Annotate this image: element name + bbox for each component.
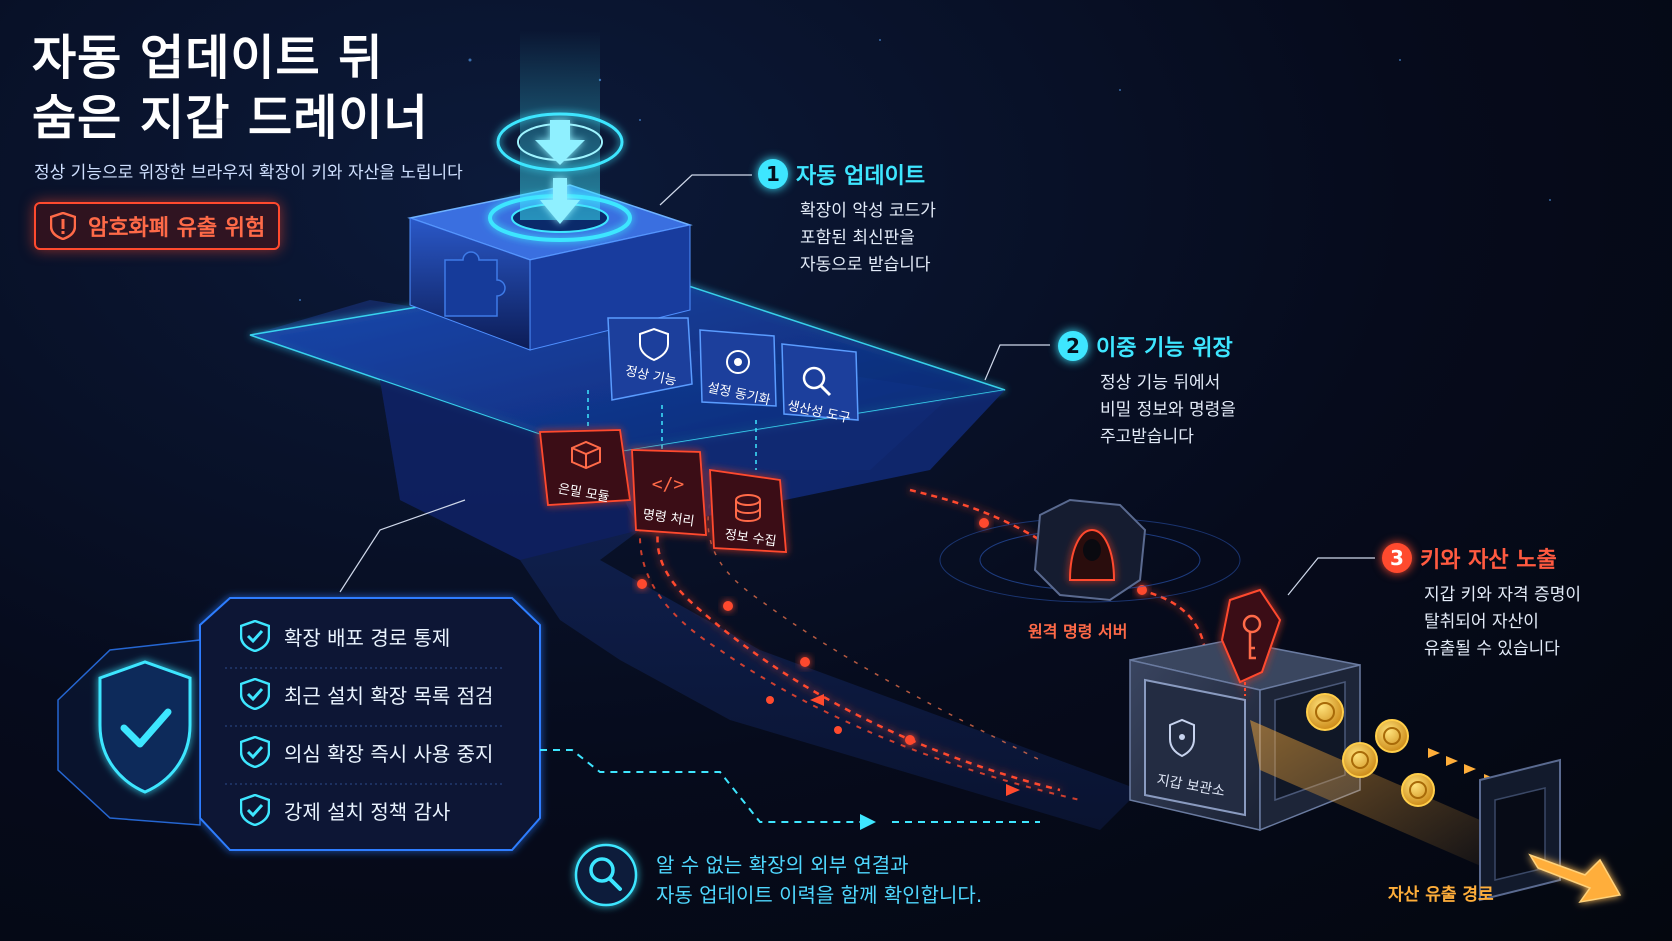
step-1-line-3: 자동으로 받습니다 [800, 255, 931, 275]
risk-badge: 암호화폐 유출 위험 [34, 202, 280, 250]
download-arrow-icon [535, 120, 585, 224]
module-command-processing-label: 명령 처리 [642, 507, 696, 529]
title-line-2: 숨은 지갑 드레이너 [32, 90, 429, 146]
shield-icon [639, 327, 669, 362]
step-3: 3 키와 자산 노출 지갑 키와 자격 증명이 탈취되어 자산이 유출될 수 있… [1382, 542, 1581, 663]
step-2: 2 이중 기능 위장 정상 기능 뒤에서 비밀 정보와 명령을 주고받습니다 [1058, 330, 1236, 451]
checklist-item-3: 의심 확장 즉시 사용 중지 [240, 736, 493, 768]
monitor-link [540, 749, 1040, 830]
gear-icon [726, 350, 750, 374]
exit-arrow-icon [1528, 853, 1622, 904]
module-settings-sync: 설정 동기화 [699, 329, 777, 409]
step-2-line-1: 정상 기능 뒤에서 [1100, 373, 1221, 393]
step-3-title: 키와 자산 노출 [1420, 548, 1557, 573]
check-shield-icon [240, 794, 270, 826]
remote-server [939, 498, 1241, 603]
database-icon [735, 494, 761, 523]
checklist-item-2-label: 최근 설치 확장 목록 점검 [284, 683, 494, 708]
step-1-number: 1 [758, 159, 788, 189]
coin-icon [1306, 693, 1344, 731]
vault-lock-icon [1169, 718, 1195, 758]
page-title: 자동 업데이트 뒤 숨은 지갑 드레이너 [32, 28, 429, 148]
check-shield-icon [240, 736, 270, 768]
subtitle: 정상 기능으로 위장한 브라우저 확장이 키와 자산을 노립니다 [34, 163, 463, 183]
checklist-item-2: 최근 설치 확장 목록 점검 [240, 678, 493, 710]
step-2-line-3: 주고받습니다 [1100, 427, 1194, 447]
bottom-note-line-1: 알 수 없는 확장의 외부 연결과 [656, 853, 909, 877]
step-3-line-1: 지갑 키와 자격 증명이 [1424, 585, 1581, 605]
warning-shield-icon [50, 212, 76, 240]
coin-icon [1375, 719, 1409, 753]
module-connectors [587, 390, 757, 470]
update-beam [496, 30, 624, 224]
bottom-note-line-2: 자동 업데이트 이력을 함께 확인합니다. [656, 883, 983, 907]
risk-badge-label: 암호화폐 유출 위험 [88, 216, 266, 241]
step-1: 1 자동 업데이트 확장이 악성 코드가 포함된 최신판을 자동으로 받습니다 [758, 158, 936, 279]
check-shield-icon [240, 620, 270, 652]
exit-portal [1479, 758, 1561, 902]
checklist-panel [57, 597, 541, 851]
coin-icon [1342, 742, 1378, 778]
checklist-item-3-label: 의심 확장 즉시 사용 중지 [284, 741, 494, 766]
module-normal-function: 정상 기능 [607, 317, 693, 401]
module-stealth: 은밀 모듈 [538, 429, 632, 506]
step-2-number: 2 [1058, 331, 1088, 361]
module-productivity-tool: 생산성 도구 [781, 343, 859, 427]
background-particles [299, 39, 1551, 301]
step-1-line-1: 확장이 악성 코드가 [800, 201, 936, 221]
hacker-icon [1068, 528, 1116, 581]
module-data-collection: 정보 수집 [709, 468, 787, 553]
hidden-modules: 은밀 모듈 </> 명령 처리 정보 수집 [538, 429, 787, 553]
step-3-line-3: 유출될 수 있습니다 [1424, 639, 1560, 659]
exfil-label: 자산 유출 경로 [1388, 885, 1494, 905]
step-2-line-2: 비밀 정보와 명령을 [1100, 400, 1236, 420]
module-command-processing: </> 명령 처리 [631, 449, 707, 536]
step-1-line-2: 포함된 최신판을 [800, 228, 915, 248]
verified-shield-icon [98, 660, 192, 794]
puzzle-icon [444, 251, 506, 317]
server-label: 원격 명령 서버 [1028, 622, 1128, 641]
step-3-number: 3 [1382, 543, 1412, 573]
step-3-line-2: 탈취되어 자산이 [1424, 612, 1539, 632]
bottom-note: 알 수 없는 확장의 외부 연결과 자동 업데이트 이력을 함께 확인합니다. [656, 850, 982, 910]
key-icon [1220, 588, 1282, 696]
checklist-item-1-label: 확장 배포 경로 통제 [284, 625, 451, 650]
callout-lines [339, 174, 1375, 596]
c2-link [909, 488, 1207, 651]
checklist-item-4: 강제 설치 정책 감사 [240, 794, 450, 826]
exfil-stream [1250, 693, 1622, 904]
check-shield-icon [240, 678, 270, 710]
code-icon: </> [652, 474, 685, 495]
checklist-item-4-label: 강제 설치 정책 감사 [284, 799, 451, 824]
step-2-title: 이중 기능 위장 [1096, 336, 1233, 361]
title-line-1: 자동 업데이트 뒤 [32, 30, 384, 86]
search-icon [802, 366, 832, 397]
checklist-item-1: 확장 배포 경로 통제 [240, 620, 450, 652]
module-data-collection-label: 정보 수집 [724, 527, 778, 549]
step-1-title: 자동 업데이트 [796, 164, 926, 189]
cube-icon [571, 440, 601, 470]
inspect-search-icon [574, 843, 638, 907]
coin-icon [1401, 773, 1435, 807]
